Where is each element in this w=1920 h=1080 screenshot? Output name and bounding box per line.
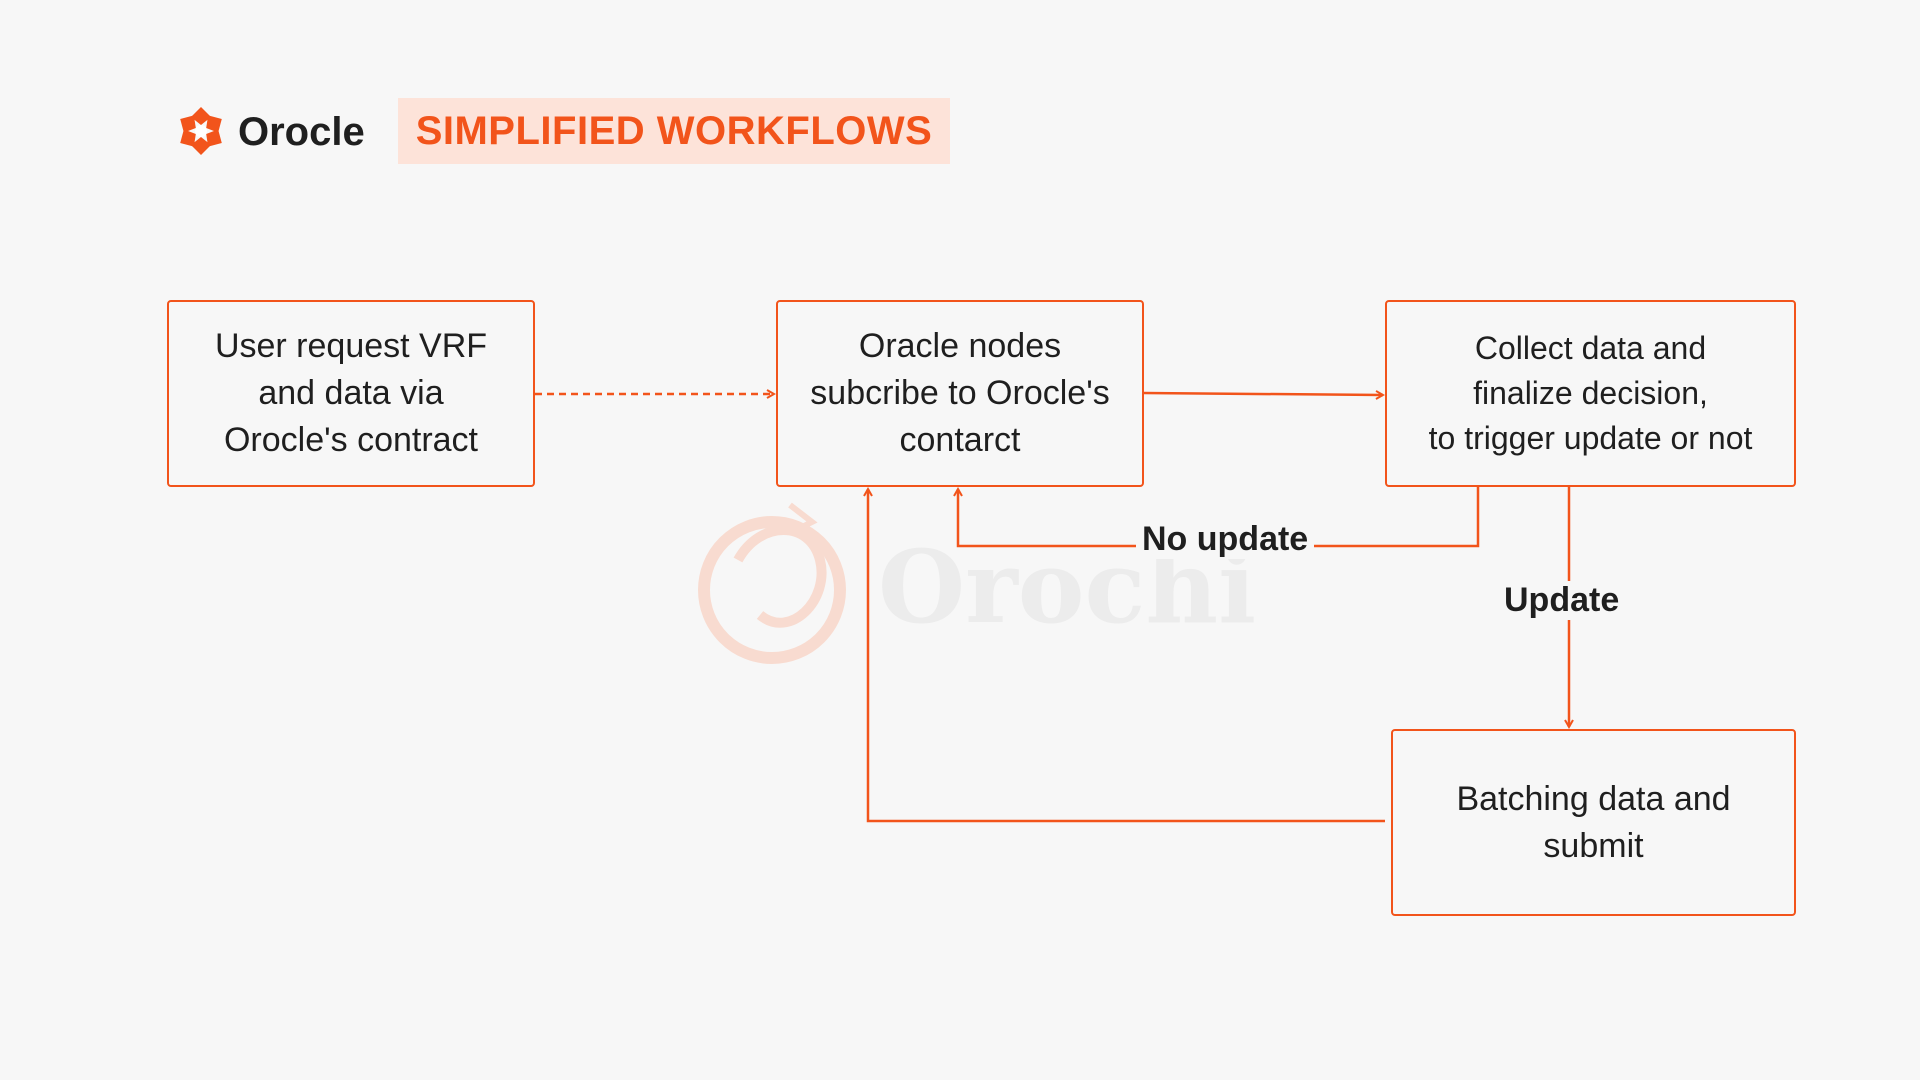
orocle-logo-icon xyxy=(180,107,222,155)
node-line: contarct xyxy=(899,421,1021,459)
node-line: User request VRF xyxy=(214,327,488,365)
node-line: and data via xyxy=(258,374,444,412)
node-line: to trigger update or not xyxy=(1428,420,1753,456)
node-line: subcribe to Orocle's xyxy=(810,374,1110,412)
page-title: SIMPLIFIED WORKFLOWS xyxy=(415,108,933,153)
node-line: finalize decision, xyxy=(1473,375,1708,411)
node-line: Oracle nodes xyxy=(858,327,1062,365)
brand-name: Orocle xyxy=(238,110,365,154)
node-user-request: User request VRF and data via Orocle's c… xyxy=(167,300,535,487)
orochi-dragon-icon xyxy=(698,502,846,664)
edge-oracle-to-collect xyxy=(1143,393,1383,395)
edge-label-no-update: No update xyxy=(1136,520,1315,559)
edge-label-update: Update xyxy=(1498,581,1626,620)
node-batching: Batching data and submit xyxy=(1391,729,1796,916)
node-collect-data: Collect data and finalize decision, to t… xyxy=(1385,300,1796,487)
node-line: Collect data and xyxy=(1474,330,1707,366)
node-line: submit xyxy=(1543,826,1644,865)
node-line: Batching data and xyxy=(1456,779,1731,818)
edge-batch-to-oracle xyxy=(868,489,1385,823)
title-banner: SIMPLIFIED WORKFLOWS xyxy=(398,98,950,164)
node-oracle-nodes: Oracle nodes subcribe to Orocle's contar… xyxy=(776,300,1144,487)
node-line: Orocle's contract xyxy=(223,421,479,459)
